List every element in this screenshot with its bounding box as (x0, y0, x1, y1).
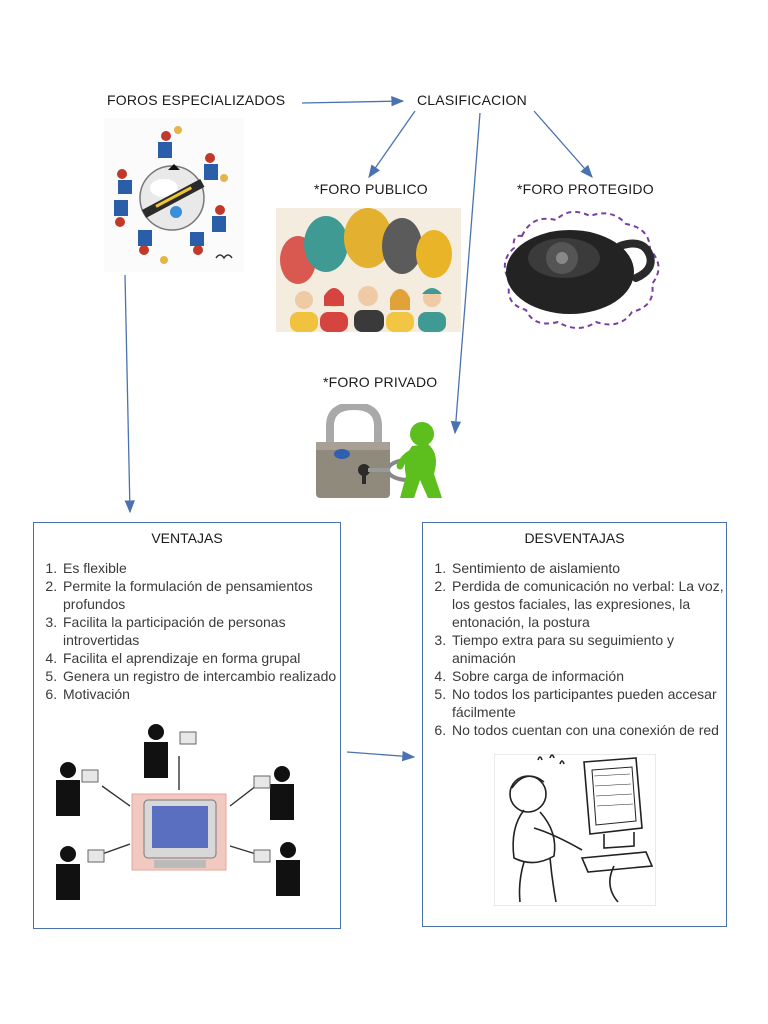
speech-bubbles-people-icon (276, 208, 461, 332)
network-computers-icon (56, 724, 300, 900)
arrow-to-foro-publico (368, 110, 416, 179)
ventajas-item: Genera un registro de intercambio realiz… (61, 667, 340, 685)
desventajas-item: Sobre carga de información (450, 667, 726, 685)
ventajas-item: Facilita la participación de personas in… (61, 613, 340, 649)
arrow-to-foro-protegido (533, 110, 593, 178)
network-user-figures (56, 724, 300, 900)
arrow-to-clasificacion (301, 96, 405, 107)
ventajas-item: Es flexible (61, 559, 340, 577)
desventajas-title: DESVENTAJAS (524, 530, 625, 546)
frustrated-user-computer-icon (494, 754, 656, 906)
foros-especializados-label: FOROS ESPECIALIZADOS (107, 92, 286, 108)
ventajas-item: Facilita el aprendizaje en forma grupal (61, 649, 340, 667)
ventajas-item: Motivación (61, 685, 340, 703)
desventajas-item: No todos los participantes pueden accesa… (450, 685, 726, 721)
desventajas-item: Sentimiento de aislamiento (450, 559, 726, 577)
clasificacion-label: CLASIFICACION (417, 92, 527, 108)
arrow-to-desventajas (346, 750, 416, 762)
chromecast-device-icon (503, 210, 660, 329)
ventajas-item: Permite la formulación de pensamientos p… (61, 577, 340, 613)
padlock-key-figure-icon (316, 404, 442, 498)
foro-protegido-label: *FORO PROTEGIDO (517, 181, 654, 197)
arrow-to-ventajas (124, 274, 135, 514)
globe-people-icon (104, 118, 244, 272)
desventajas-item: Perdida de comunicación no verbal: La vo… (450, 577, 726, 631)
foro-publico-label: *FORO PUBLICO (314, 181, 428, 197)
ventajas-list: Es flexible Permite la formulación de pe… (34, 559, 340, 703)
desventajas-item: Tiempo extra para su seguimiento y anima… (450, 631, 726, 667)
desventajas-list: Sentimiento de aislamiento Perdida de co… (423, 559, 726, 739)
desventajas-item: No todos cuentan con una conexión de red (450, 721, 726, 739)
arrow-to-foro-privado (450, 112, 481, 435)
ventajas-title: VENTAJAS (151, 530, 223, 546)
foro-privado-label: *FORO PRIVADO (323, 374, 438, 390)
